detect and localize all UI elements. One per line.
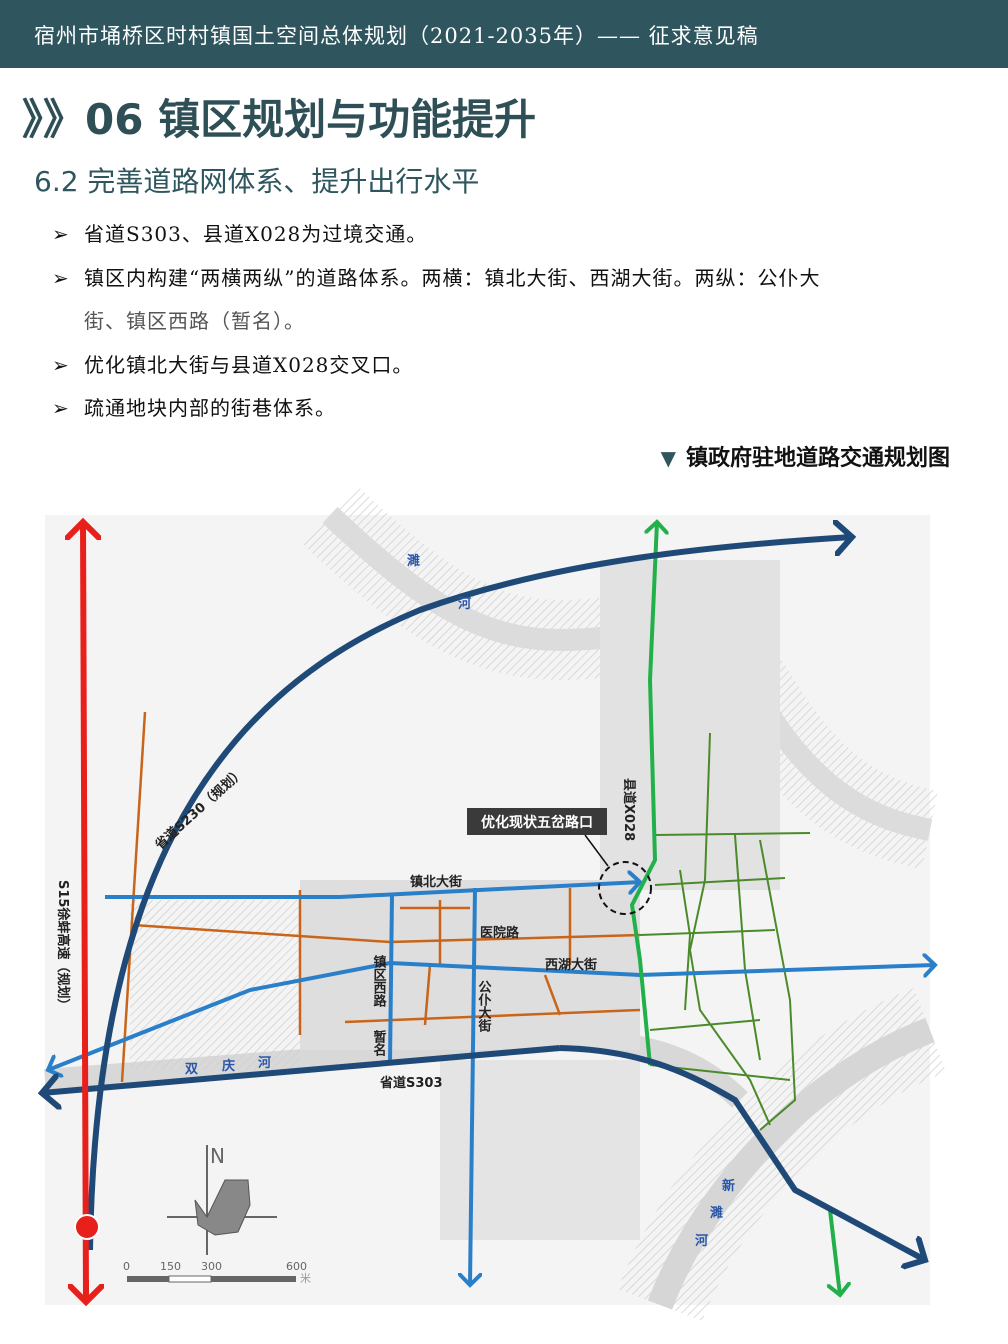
interchange-marker: [74, 1214, 100, 1240]
svg-text:河: 河: [258, 1055, 271, 1071]
bullet-item-continued: 街、镇区西路（暂名）。: [84, 309, 305, 333]
svg-text:150: 150: [160, 1260, 181, 1273]
svg-text:米: 米: [300, 1272, 311, 1285]
label-s15: S15徐蚌高速（规划）: [55, 880, 71, 1011]
provincial-road-s230: [87, 537, 852, 1251]
label-sui-river-1: 濉: [407, 553, 420, 569]
provincial-road-s303-east: [559, 1045, 925, 1260]
label-zhenquxi: 镇区西路: [371, 954, 387, 1007]
label-s303: 省道S303: [379, 1075, 443, 1091]
bullet-item: ➢疏通地块内部的街巷体系。: [52, 396, 336, 420]
svg-text:0: 0: [123, 1260, 130, 1273]
label-zhenbei: 镇北大街: [410, 874, 462, 890]
label-xihu: 西湖大街: [545, 957, 597, 973]
label-shuangqing: 双: [185, 1062, 198, 1077]
section-title: 6.2 完善道路网体系、提升出行水平: [34, 165, 480, 198]
document-title: 宿州市埇桥区时村镇国土空间总体规划（2021-2035年）—— 征求意见稿: [34, 24, 759, 48]
callout-label: 优化现状五岔路口: [481, 814, 593, 831]
header-bar: 宿州市埇桥区时村镇国土空间总体规划（2021-2035年）—— 征求意见稿: [0, 0, 1008, 68]
label-sui-river-2: 河: [458, 596, 471, 612]
svg-text:300: 300: [201, 1260, 222, 1273]
map-caption: ▼镇政府驻地道路交通规划图: [660, 446, 950, 471]
label-xinsui: 新: [722, 1178, 735, 1194]
scale-bar: 0 150 300 600 米: [123, 1260, 311, 1285]
label-zanming: 暂名: [371, 1029, 387, 1057]
bullet-item: ➢省道S303、县道X028为过境交通。: [52, 222, 428, 246]
svg-text:庆: 庆: [221, 1058, 235, 1074]
compass-north-label: N: [210, 1144, 225, 1168]
label-yiyuan: 医院路: [480, 925, 520, 941]
expressway-s15: [83, 522, 86, 1301]
page-title: 》》06 镇区规划与功能提升: [22, 95, 537, 144]
label-gongpu: 公仆大街: [476, 980, 493, 1033]
intersection-circle: [598, 861, 652, 915]
triangle-down-icon: ▼: [660, 446, 676, 470]
svg-text:河: 河: [695, 1233, 708, 1249]
bullet-item: ➢优化镇北大街与县道X028交叉口。: [52, 353, 414, 377]
provincial-road-s303-west: [42, 1045, 561, 1093]
main-streets: [48, 882, 935, 1285]
svg-text:600: 600: [286, 1260, 307, 1273]
callout-box: [467, 808, 607, 835]
bullet-item: ➢镇区内构建“两横两纵”的道路体系。两横：镇北大街、西湖大街。两纵：公仆大: [52, 266, 821, 290]
compass-wind-rose-icon: N: [167, 1144, 277, 1255]
svg-text:濉: 濉: [710, 1205, 723, 1221]
label-x028: 县道X028: [621, 778, 637, 841]
county-road-x028: [629, 522, 657, 1066]
